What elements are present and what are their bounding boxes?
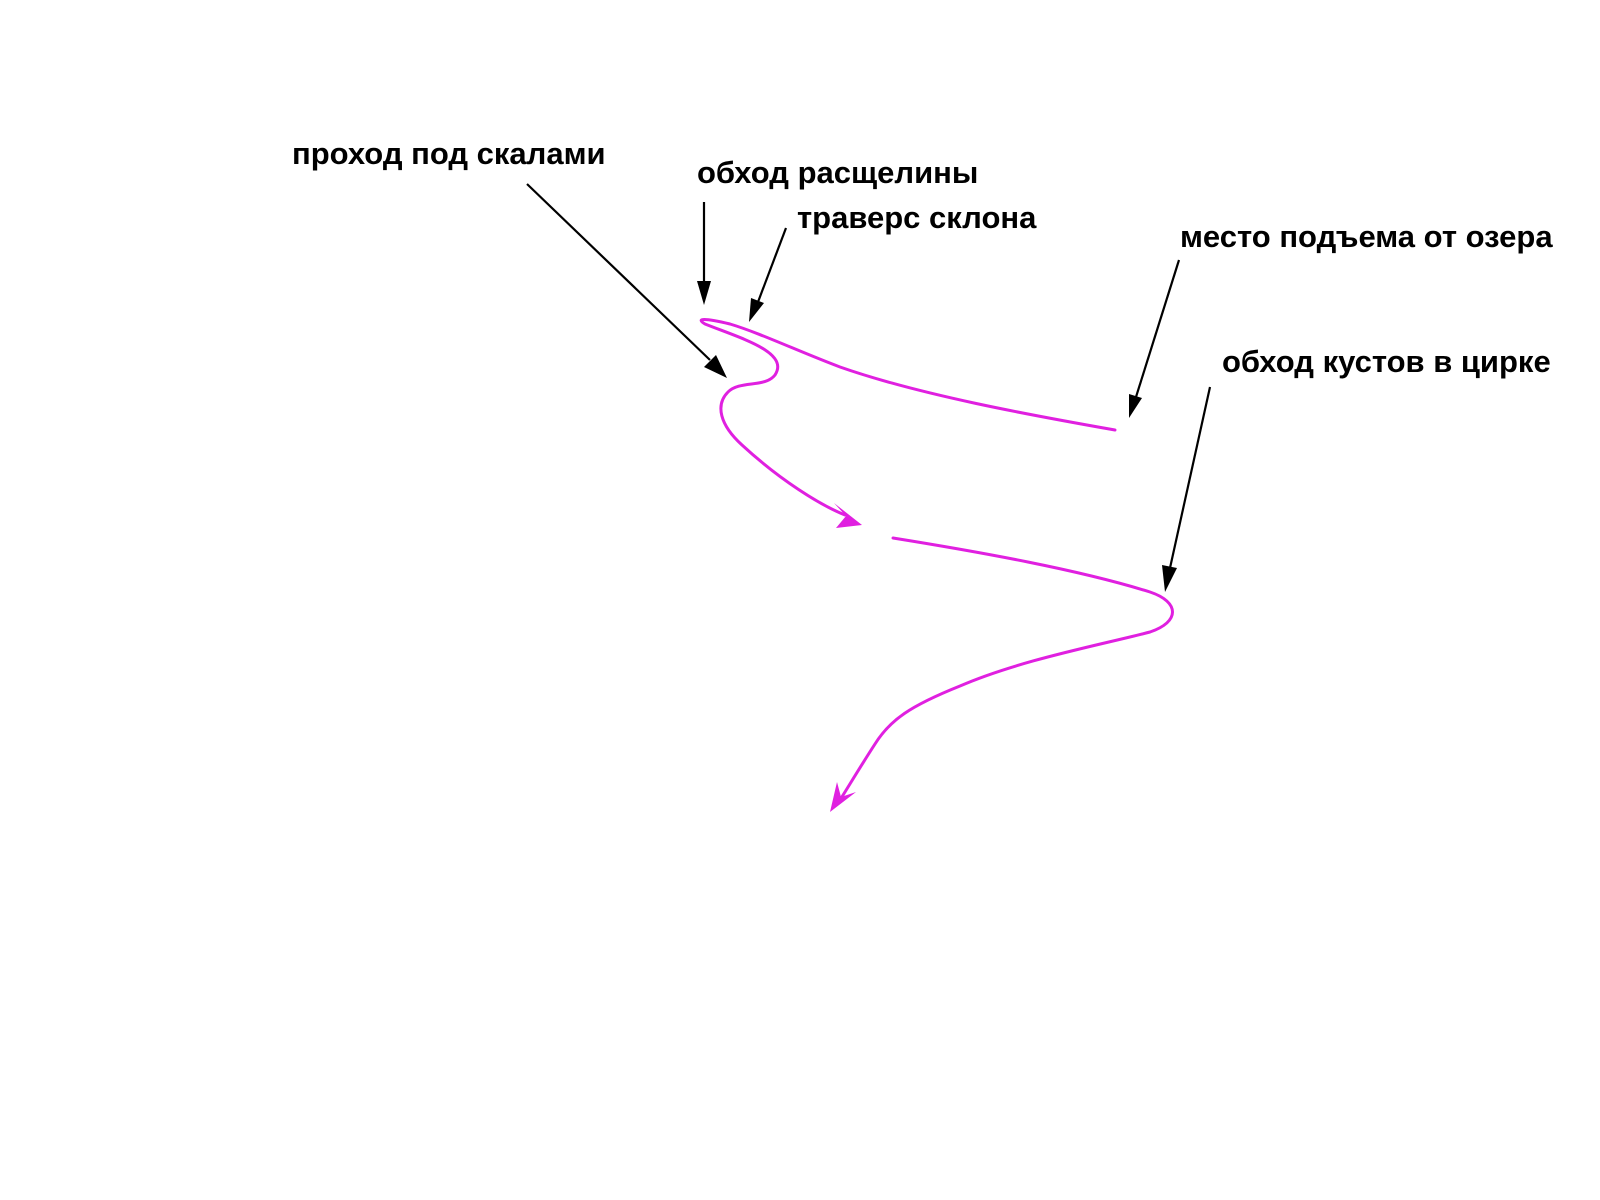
pointer-passage-under-rocks <box>526 183 711 361</box>
pointer-crevice-bypass-head <box>697 281 711 305</box>
pointers <box>526 183 1212 592</box>
labels: проход под скалами обход расщелины траве… <box>292 136 1553 379</box>
pointer-cirque-bushes-bypass-head <box>1162 565 1177 592</box>
label-lake-ascent-point: место подъема от озера <box>1180 219 1553 254</box>
label-passage-under-rocks: проход под скалами <box>292 136 606 171</box>
label-slope-traverse: траверс склона <box>797 200 1037 235</box>
route-lower-arrowhead <box>830 782 856 812</box>
route-upper-arrowhead <box>834 503 862 528</box>
pointer-lake-ascent-point <box>1134 259 1181 398</box>
route-lower-segment <box>838 536 1174 802</box>
pointer-passage-under-rocks-head <box>704 355 727 378</box>
route <box>699 318 1174 812</box>
route-upper-segment <box>699 318 1117 517</box>
pointer-slope-traverse-head <box>749 298 764 322</box>
label-cirque-bushes-bypass: обход кустов в цирке <box>1222 344 1551 379</box>
pointer-cirque-bushes-bypass <box>1168 386 1212 569</box>
label-crevice-bypass: обход расщелины <box>697 155 978 190</box>
pointer-lake-ascent-point-head <box>1129 394 1142 418</box>
pointer-slope-traverse <box>756 227 788 303</box>
